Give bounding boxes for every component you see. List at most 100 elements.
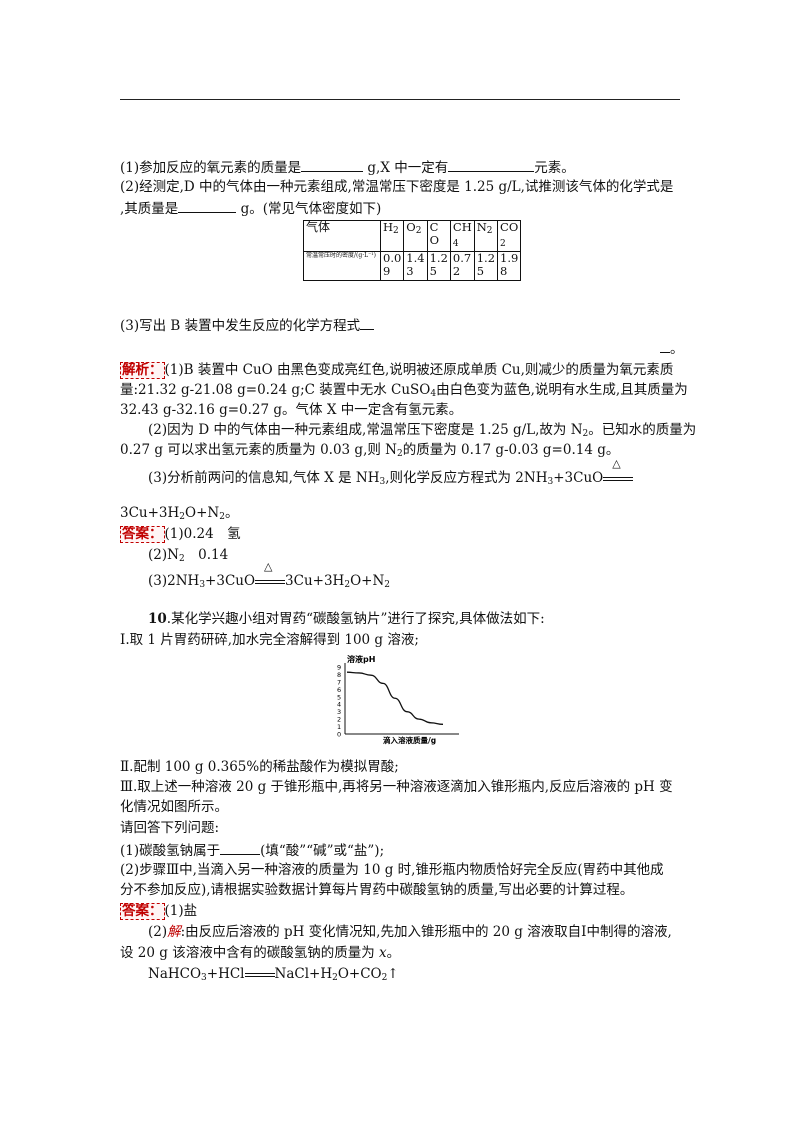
q10-step3-line1: Ⅲ.取上述一种溶液 20 g 于锥形瓶中,再将另一种溶液逐滴加入锥形瓶内,反应后… [120, 779, 673, 795]
q9-answer-line2: (2)N2 0.14 [148, 547, 229, 564]
chart-ylabel: 溶液pH [347, 654, 375, 664]
heat-arrow: △ [603, 457, 634, 487]
analysis-text: ,则化学反应方程式为 2NH [385, 470, 548, 486]
header-rule [120, 99, 680, 100]
solution-label: 解 [167, 924, 181, 940]
equation-part: O+CO [337, 966, 382, 982]
answer-2b: 0.14 [184, 547, 229, 563]
q10-answer-line2: (2)解:由反应后溶液的 pH 变化情况知,先加入锥形瓶中的 20 g 溶液取自… [148, 923, 672, 941]
equation-part: NaHCO [148, 966, 202, 982]
answer-tag: 答案： [120, 526, 165, 543]
analysis-line3: 32.43 g-32.16 g=0.27 g。气体 X 中一定含有氢元素。 [120, 402, 463, 418]
equation-part: ↑ [387, 966, 399, 982]
answer-1: (1)0.24 氢 [164, 526, 241, 542]
analysis-line4: (2)因为 D 中的气体由一种元素组成,常温常压下密度是 1.25 g/L,故为… [148, 422, 697, 439]
q10-answer-line1: 答案：(1)盐 [120, 902, 197, 920]
q9-answer-line1: 答案：(1)0.24 氢 [120, 525, 241, 543]
analysis-text: 量:21.32 g-21.08 g=0.24 g;C 装置中无水 CuSO [120, 382, 431, 398]
blank-oxygen-mass [301, 157, 364, 172]
table-row-label: 常温常压时的密度/(g·L⁻¹) [303, 251, 381, 281]
answer-3: 3Cu+3H [285, 573, 345, 589]
equation-part: NaCl+H [274, 966, 333, 982]
q9-part2-line2: ,其质量是 g。(常见气体密度如下) [120, 198, 381, 218]
analysis-line7: 3Cu+3H2O+N2。 [120, 505, 239, 522]
analysis-line6: (3)分析前两问的信息知,气体 X 是 NH3,则化学反应方程式为 2NH3+3… [148, 457, 634, 491]
q9-part3-end: 。 [660, 338, 684, 358]
analysis-text: +3CuO [553, 470, 604, 486]
q10-question-a: (1)碳酸氢钠属于(填“酸”“碱”或“盐”); [120, 840, 384, 860]
q9-part2-line1: (2)经测定,D 中的气体由一种元素组成,常温常压下密度是 1.25 g/L,试… [120, 179, 674, 195]
analysis-text: (1)B 装置中 CuO 由黑色变成亮红色,说明被还原成单质 Cu,则减少的质量… [164, 362, 674, 378]
y-tick-label: 2 [337, 716, 341, 724]
blank-gas-mass [178, 198, 237, 213]
q10-intro: 10.某化学兴趣小组对胃药“碳酸氢钠片”进行了探究,具体做法如下: [148, 610, 545, 628]
y-tick-label: 3 [337, 708, 341, 716]
ph-curve [346, 671, 444, 725]
analysis-text: 由白色变为蓝色,说明有水生成,且其质量为 [436, 382, 688, 398]
y-tick-label: 9 [337, 664, 341, 672]
blank-element [448, 157, 535, 172]
blank-classification [220, 840, 261, 855]
q10-ask: 请回答下列问题: [120, 820, 220, 836]
answer-3: (3)2NH [148, 573, 200, 589]
answer-2: (2)N [148, 547, 179, 563]
analysis-text: 3Cu+3H [120, 505, 180, 521]
blank-equation-end [660, 338, 670, 353]
gas-name-n2: N2 [473, 220, 499, 252]
answer-2-text: :由反应后溶液的 pH 变化情况知,先加入锥形瓶中的 20 g 溶液取自Ⅰ中制得… [180, 924, 672, 940]
question-number: 10 [148, 611, 167, 627]
y-tick-label: 4 [337, 701, 341, 709]
q9-part1-text: (1)参加反应的氧元素的质量是 [120, 160, 302, 176]
answer-3: +3CuO [205, 573, 256, 589]
y-tick-label: 0 [337, 731, 341, 739]
q10-step3-line2: 化情况如图所示。 [120, 799, 228, 815]
y-tick-label: 6 [337, 686, 341, 694]
q9-answer-line3: (3)2NH3+3CuO△3Cu+3H2O+N2 [148, 560, 391, 590]
answer-2: (2) [148, 924, 168, 940]
analysis-text: 0.27 g 可以求出氢元素的质量为 0.03 g,则 N [120, 442, 397, 458]
q9-part1-text2: g,X 中一定有 [363, 160, 449, 176]
q10-intro-text: .某化学兴趣小组对胃药“碳酸氢钠片”进行了探究,具体做法如下: [166, 611, 545, 627]
answer-1: (1)盐 [164, 903, 198, 919]
answer-tag: 答案： [120, 903, 165, 920]
analysis-text: (3)分析前两问的信息知,气体 X 是 NH [148, 470, 380, 486]
y-tick-label: 8 [337, 671, 341, 679]
q10-question-b-line2: 分不参加反应),请根据实验数据计算每片胃药中碳酸氢钠的质量,写出必要的计算过程。 [120, 882, 634, 898]
question-a-text2: (填“酸”“碱”或“盐”); [260, 843, 385, 859]
q9-part1-text3: 元素。 [534, 160, 575, 176]
q9-part2-text: ,其质量是 [120, 201, 179, 217]
heat-arrow: △ [255, 560, 286, 590]
analysis-line1: 解析：(1)B 装置中 CuO 由黑色变成亮红色,说明被还原成单质 Cu,则减少… [120, 361, 673, 379]
q9-part1: (1)参加反应的氧元素的质量是 g,X 中一定有 元素。 [120, 157, 575, 177]
q10-step1: Ⅰ.取 1 片胃药研碎,加水完全溶解得到 100 g 溶液; [120, 632, 419, 648]
analysis-line2: 量:21.32 g-21.08 g=0.24 g;C 装置中无水 CuSO4由白… [120, 382, 688, 399]
gas-name-o2: O2 [403, 220, 428, 252]
blank-equation-start [360, 315, 375, 330]
gas-name-h2: H2 [379, 220, 405, 252]
equals-sign [244, 965, 275, 983]
y-tick-label: 5 [337, 693, 341, 701]
heat-triangle: △ [264, 560, 273, 573]
analysis-text: 。已知水的质量为 [588, 422, 697, 438]
heat-triangle: △ [612, 457, 621, 470]
chart-xlabel: 滴入溶液质量/g [383, 735, 436, 745]
period: 。 [670, 341, 684, 357]
answer-3: O+N [350, 573, 385, 589]
y-tick-label: 7 [337, 678, 341, 686]
variable-x: x [379, 945, 387, 961]
y-tick-label: 1 [337, 723, 341, 731]
equation-part: +HCl [206, 966, 245, 982]
answer-2-text: 设 20 g 该溶液中含有的碳酸氢钠的质量为 [120, 945, 379, 961]
